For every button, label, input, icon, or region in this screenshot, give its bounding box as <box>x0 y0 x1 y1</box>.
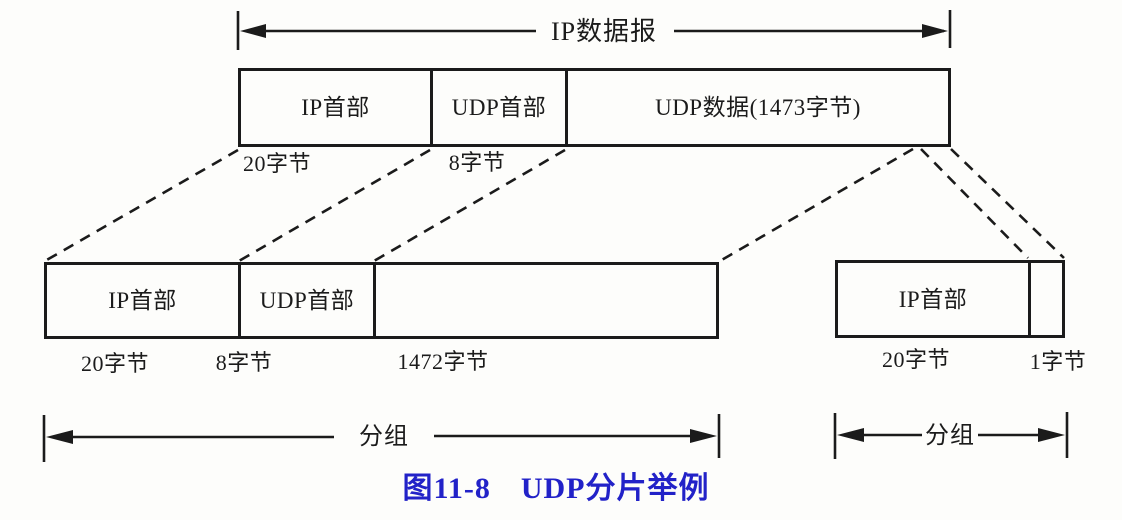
figure-title: UDP分片举例 <box>520 472 710 505</box>
arrowhead-right-icon <box>922 24 948 38</box>
dashed-map-line-split-to-frag2 <box>920 148 1029 259</box>
datagram-segment-ip-header: IP首部 <box>241 71 430 144</box>
fragment1-ip-header-size-label: 20字节 <box>80 351 150 376</box>
fragment2-data-size-label: 1字节 <box>1029 349 1087 374</box>
fragment1-span-label: 分组 <box>359 424 409 450</box>
fragment2-box: IP首部 <box>835 260 1065 338</box>
fragment1-segment-ip-header: IP首部 <box>47 265 238 336</box>
segment-label: UDP首部 <box>451 95 547 120</box>
datagram-box: IP首部 UDP首部 UDP数据(1473字节) <box>238 68 951 147</box>
arrowhead-right-icon <box>690 429 717 443</box>
dashed-map-line-left-edge <box>44 148 239 263</box>
datagram-segment-udp-data: UDP数据(1473字节) <box>565 71 948 144</box>
arrowhead-left-icon <box>46 430 73 444</box>
fragment2-segment-data <box>1028 263 1062 335</box>
fragment1-segment-data <box>373 265 716 336</box>
arrowhead-left-icon <box>240 24 266 38</box>
arrowhead-right-icon <box>1038 428 1065 442</box>
ip-datagram-span-label: IP数据报 <box>550 17 658 46</box>
segment-label: IP首部 <box>301 95 370 120</box>
dashed-map-line-split-to-frag1 <box>719 147 914 263</box>
fragment2-segment-ip-header: IP首部 <box>838 263 1028 335</box>
datagram-ip-header-size-label: 20字节 <box>242 151 312 176</box>
fragment2-ip-header-size-label: 20字节 <box>881 347 951 372</box>
figure-caption: 图11-8 UDP分片举例 <box>403 474 710 504</box>
fragment1-segment-udp-header: UDP首部 <box>238 265 373 336</box>
fragment1-data-size-label: 1472字节 <box>397 349 489 374</box>
fragment1-box: IP首部 UDP首部 <box>44 262 719 339</box>
fragment2-span-label: 分组 <box>925 423 975 449</box>
segment-label: UDP数据(1473字节) <box>655 95 861 120</box>
datagram-segment-udp-header: UDP首部 <box>430 71 565 144</box>
figure-number: 图11-8 <box>402 472 491 505</box>
dashed-map-line-right-edge <box>950 148 1065 259</box>
fragment1-udp-header-size-label: 8字节 <box>215 350 273 375</box>
datagram-udp-header-size-label: 8字节 <box>448 150 506 175</box>
arrowhead-left-icon <box>837 428 864 442</box>
segment-label: IP首部 <box>898 286 968 312</box>
segment-label: UDP首部 <box>259 288 355 313</box>
segment-label: IP首部 <box>108 288 177 313</box>
